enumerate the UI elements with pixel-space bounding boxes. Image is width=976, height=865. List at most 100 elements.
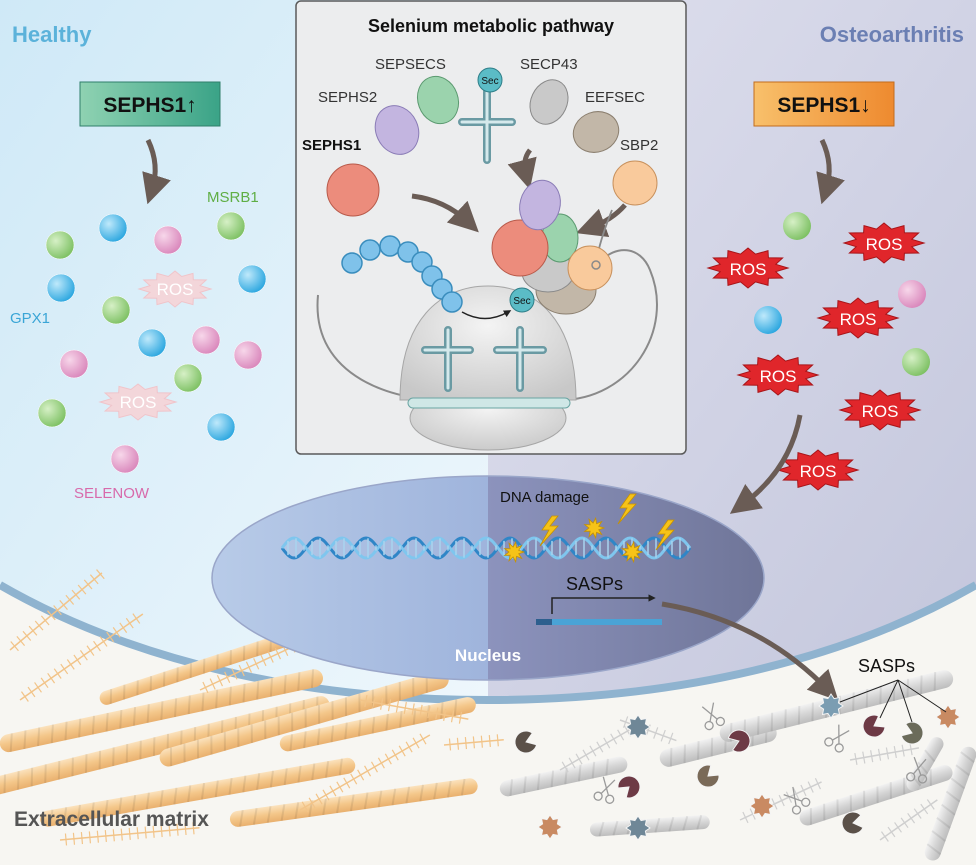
sephs1-down-label: SEPHS1↓	[777, 94, 870, 117]
secp43-label: SECP43	[520, 56, 578, 73]
protein-complex	[491, 179, 613, 315]
sasp-cytokine	[625, 815, 651, 841]
ros-oa-3: ROS	[816, 297, 900, 339]
selenoprotein-sphere	[173, 363, 203, 393]
svg-text:ROS: ROS	[730, 260, 767, 279]
selenoprotein-sphere	[191, 325, 221, 355]
nucleus: DNA damage SASPs Nucleus	[211, 475, 765, 681]
selenoprotein-sphere	[101, 295, 131, 325]
scissors-icon	[824, 724, 850, 753]
peptide-transfer-arrow	[461, 310, 512, 320]
degraded-collagen-fiber	[906, 737, 944, 791]
sasp-cytokine	[935, 704, 961, 730]
collagen-fiber	[279, 697, 476, 752]
scissors-icon	[593, 776, 616, 804]
collagen-fibril	[443, 734, 504, 751]
sasp-protease	[696, 764, 720, 788]
trna-icon	[493, 326, 547, 392]
damage-burst	[621, 540, 644, 564]
healthy-title: Healthy	[12, 22, 92, 47]
selenoprotein-sphere	[59, 349, 89, 379]
ros-oa-1: ROS	[842, 222, 926, 264]
collagen-fiber	[159, 670, 449, 767]
gene-body	[552, 619, 662, 625]
damage-burst	[583, 516, 606, 540]
selenoprotein-sphere	[216, 211, 246, 241]
svg-text:ROS: ROS	[866, 235, 903, 254]
sasp-cytokine	[749, 793, 775, 819]
sec-residue-icon	[509, 287, 535, 313]
sasps-gene-label: SASPs	[566, 574, 623, 594]
sec-trna-label: Sec	[481, 76, 498, 87]
selenoprotein-sphere	[898, 280, 926, 308]
secp43-protein	[529, 79, 569, 125]
sasp-protease	[617, 775, 641, 799]
oa-selenoproteins	[754, 212, 930, 376]
collagen-fibril	[9, 569, 105, 652]
degraded-collagen-fiber	[924, 746, 976, 861]
pathway-title: Selenium metabolic pathway	[368, 16, 614, 36]
extracellular-matrix	[0, 569, 976, 861]
dna-damage-label: DNA damage	[500, 489, 589, 506]
ros-oa-2: ROS	[706, 247, 790, 289]
collagen-fibril	[299, 733, 431, 813]
sephs2-protein	[374, 105, 420, 155]
sasps-pointer-lines	[839, 679, 947, 723]
selenoprotein-sphere	[46, 273, 76, 303]
scissors-icon	[906, 756, 928, 784]
trna-icon	[421, 326, 474, 392]
lightning-icon	[655, 519, 675, 551]
svg-text:ROS: ROS	[840, 310, 877, 329]
selenoprotein-sphere	[45, 230, 75, 260]
selenoprotein-sphere	[237, 264, 267, 294]
sasps-factors	[514, 693, 961, 841]
gene-promoter	[536, 619, 552, 625]
dna-strand	[280, 536, 692, 560]
sasp-protease	[900, 721, 924, 745]
svg-text:ROS: ROS	[862, 402, 899, 421]
arrow-icon	[816, 138, 845, 205]
healthy-selenoproteins	[37, 211, 267, 474]
amino-acid-bead	[341, 252, 363, 274]
svg-text:ROS: ROS	[760, 367, 797, 386]
selenoprotein-sphere	[137, 328, 167, 358]
lightning-icon	[617, 493, 637, 525]
sasp-cytokine	[818, 693, 844, 719]
collagen-fibril	[359, 695, 469, 724]
sephs1-down-box: SEPHS1↓	[753, 81, 895, 127]
oa-title: Osteoarthritis	[820, 22, 964, 47]
collagen-fibril	[19, 613, 144, 702]
ros-oa-6: ROS	[776, 449, 860, 491]
sepsecs-protein	[416, 75, 460, 125]
sasp-protease	[841, 811, 864, 835]
trna-icon: Sec	[458, 67, 516, 164]
sasp-protease	[727, 729, 751, 753]
selenoprotein-sphere	[783, 212, 811, 240]
nucleus-label: Nucleus	[455, 646, 521, 665]
collagen-fiber	[0, 696, 330, 797]
amino-acid-bead	[379, 235, 401, 257]
collagen-fiber	[229, 778, 478, 827]
collagen-fibril	[59, 822, 200, 846]
scissors-icon	[701, 702, 726, 731]
selenow-label: SELENOW	[74, 485, 150, 502]
sephs1-protein	[326, 163, 380, 217]
collagen-fiber	[39, 757, 356, 827]
peptide-chain	[341, 235, 463, 313]
sasp-cytokine	[625, 714, 651, 740]
selenoprotein-sphere	[37, 398, 67, 428]
eefsec-protein	[572, 111, 620, 153]
sephs1-label: SEPHS1	[302, 137, 361, 154]
arrow-icon	[729, 414, 803, 514]
sec-ribosome-label: Sec	[513, 296, 530, 307]
cell-membrane	[0, 581, 976, 705]
sbp2-protein	[612, 160, 658, 206]
selenoprotein-sphere	[233, 340, 263, 370]
scissors-icon	[783, 786, 811, 815]
eefsec-label: EEFSEC	[585, 89, 645, 106]
sasp-cytokine	[537, 814, 563, 840]
sephs1-up-box: SEPHS1↑	[79, 81, 221, 127]
degraded-collagen-fiber	[499, 756, 628, 797]
ros-oa-5: ROS	[838, 389, 922, 431]
